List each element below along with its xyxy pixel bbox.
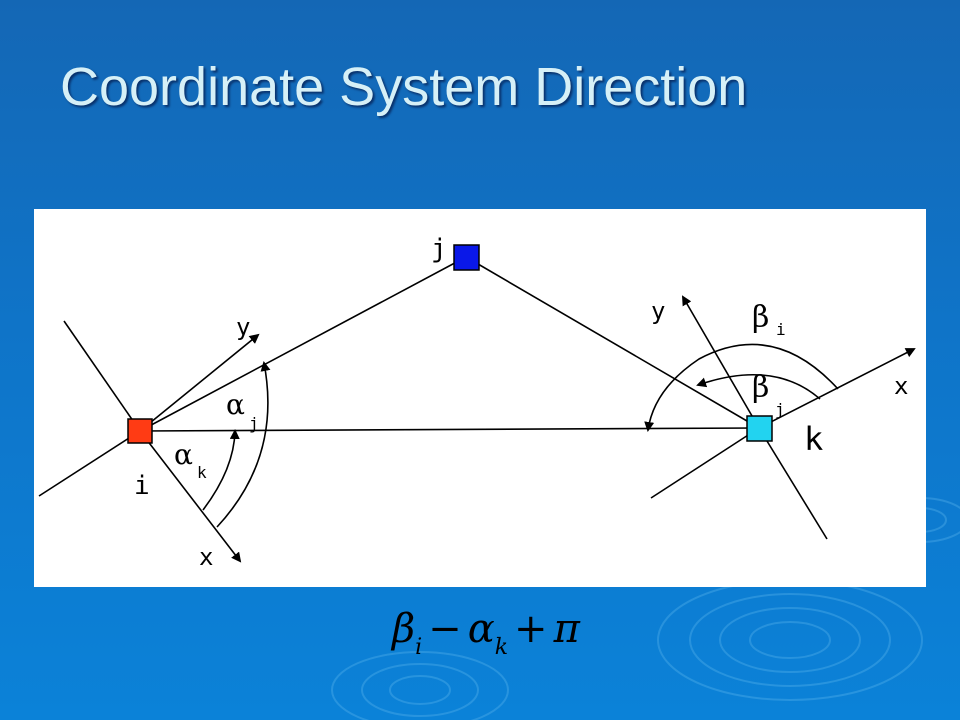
node-label-i: i xyxy=(134,471,150,501)
formula-alpha-sub: k xyxy=(494,635,509,660)
angle-label-beta-j: β xyxy=(752,370,769,405)
formula-alpha: α xyxy=(467,606,495,652)
k-y-axis-label: y xyxy=(651,297,665,325)
edge-i-k xyxy=(139,427,760,432)
formula-plus: + xyxy=(514,606,548,652)
arc-beta-i xyxy=(644,343,839,432)
node-i xyxy=(127,418,153,444)
arc-alpha-j xyxy=(216,361,271,528)
i-axis-line xyxy=(38,430,141,497)
i-y-axis xyxy=(139,333,260,432)
node-k xyxy=(746,415,773,442)
k-axis-line xyxy=(758,427,828,540)
i-axis-line xyxy=(63,320,141,432)
k-axis-line xyxy=(650,427,760,499)
angle-sub-beta-j: j xyxy=(775,400,785,419)
arc-beta-j xyxy=(696,373,821,400)
diagram-panel: i j k y x y x α j α k β i β j xyxy=(34,209,926,587)
i-x-axis-label: x xyxy=(199,543,213,571)
angle-sub-alpha-j: j xyxy=(249,414,259,433)
arc-alpha-k xyxy=(202,429,240,511)
edge-i-j xyxy=(139,256,467,432)
node-label-k: k xyxy=(804,420,823,458)
angle-sub-alpha-k: k xyxy=(197,463,207,482)
i-y-axis-label: y xyxy=(236,313,250,341)
coordinate-diagram: i j k y x y x α j α k β i β j xyxy=(38,234,916,571)
formula-pi: π xyxy=(553,606,580,652)
formula-beta-sub: i xyxy=(415,635,423,660)
node-j xyxy=(453,244,480,271)
angle-label-alpha-k: α xyxy=(174,438,193,471)
formula-beta: β xyxy=(392,606,416,652)
slide-title: Coordinate System Direction xyxy=(60,57,748,117)
angle-label-alpha-j: α xyxy=(226,388,245,421)
k-x-axis-label: x xyxy=(894,372,908,400)
i-x-axis xyxy=(139,430,242,563)
angle-formula: βi−αk+π xyxy=(392,606,580,660)
angle-label-beta-i: β xyxy=(752,300,769,335)
k-y-axis xyxy=(681,295,760,429)
node-label-j: j xyxy=(431,234,447,264)
formula-minus: − xyxy=(428,606,462,652)
edge-j-k xyxy=(465,256,760,429)
angle-sub-beta-i: i xyxy=(776,320,786,339)
